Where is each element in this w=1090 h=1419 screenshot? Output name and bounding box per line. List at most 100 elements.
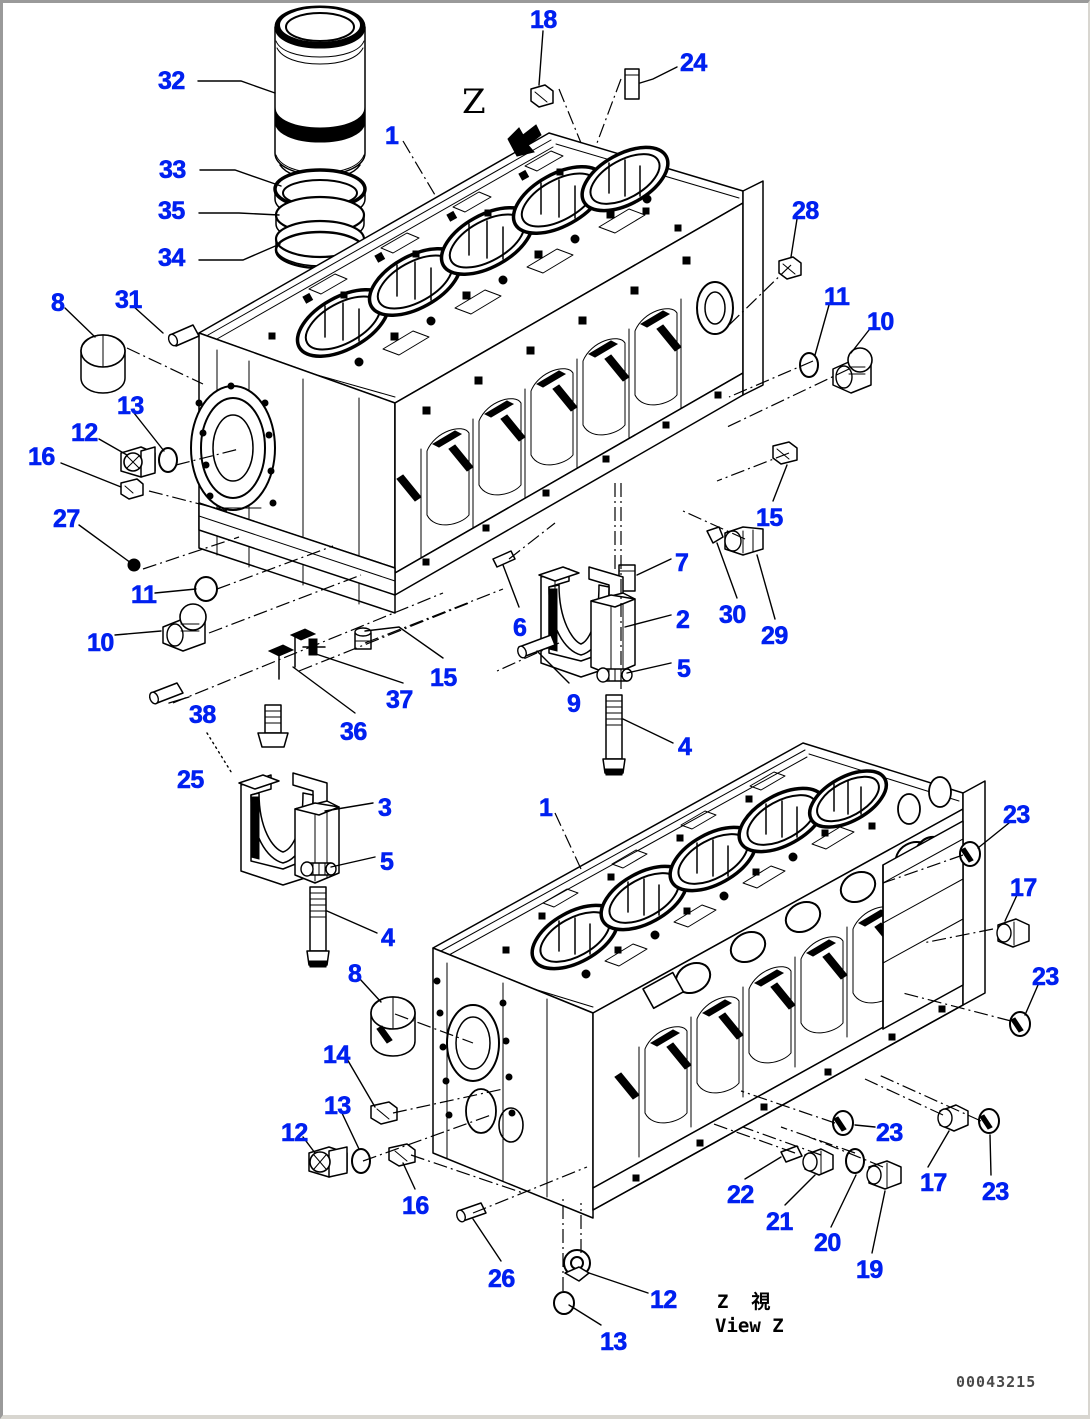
callout-23-d: 23 <box>982 1178 1010 1206</box>
view-label-japanese: Z 視 <box>717 1291 771 1313</box>
cylinder-bores-view-z <box>530 769 889 971</box>
part-8-core-plug <box>80 334 126 394</box>
callout-25: 25 <box>177 766 205 794</box>
leader-lines <box>60 30 1039 1326</box>
callout-12-upper: 12 <box>71 419 99 447</box>
callout-19: 19 <box>856 1256 884 1284</box>
part-13-o-ring-lower <box>351 1148 371 1174</box>
part-17-plug-b <box>937 1104 969 1132</box>
part-22-pin <box>780 1145 803 1163</box>
part-12-plug-lower <box>308 1146 348 1178</box>
callout-10-left: 10 <box>87 629 115 657</box>
part-36-bolt <box>257 704 289 748</box>
callout-23-a: 23 <box>1003 801 1031 829</box>
small-parts-left-cluster <box>80 324 372 748</box>
callout-18: 18 <box>530 6 558 34</box>
callout-6: 6 <box>513 614 528 642</box>
callout-10-right: 10 <box>867 308 895 336</box>
part-15-plug-right <box>772 441 798 465</box>
callout-31: 31 <box>115 286 143 314</box>
drawing-number: 00043215 <box>956 1373 1037 1391</box>
callout-11-left: 11 <box>131 581 158 609</box>
view-label-english: View Z <box>715 1315 784 1337</box>
callout-23-c: 23 <box>876 1119 904 1147</box>
callout-13-lower: 13 <box>324 1092 352 1120</box>
part-10-screw-plug-right <box>832 347 873 394</box>
part-23-plug-c <box>832 1110 854 1136</box>
callout-22: 22 <box>727 1181 755 1209</box>
callout-15-right: 15 <box>756 504 784 532</box>
small-parts-right-cluster <box>206 68 1031 1190</box>
callout-32: 32 <box>158 67 186 95</box>
callout-38: 38 <box>189 701 217 729</box>
part-15-plug-left <box>354 627 372 650</box>
part-6-dowel-pin <box>492 550 516 568</box>
part-36-37-brackets <box>267 628 326 680</box>
part-10-screw-plug <box>162 603 207 652</box>
callout-12-lower: 12 <box>281 1119 309 1147</box>
callout-26: 26 <box>488 1265 516 1293</box>
deck-bolt-bosses <box>268 168 710 367</box>
part-16-plug <box>120 478 144 500</box>
callout-24: 24 <box>680 49 708 77</box>
callout-11-right: 11 <box>824 283 851 311</box>
part-19-plug <box>866 1160 902 1190</box>
callout-4-rear: 4 <box>381 924 396 952</box>
callout-1-upper: 1 <box>385 122 400 150</box>
callout-14: 14 <box>323 1041 351 1069</box>
callout-29: 29 <box>761 622 789 650</box>
part-26-pin <box>456 1202 487 1223</box>
callout-9: 9 <box>567 690 582 718</box>
part-9-dowel-pin <box>517 634 556 659</box>
callout-1-lower: 1 <box>539 794 554 822</box>
callout-2: 2 <box>676 606 691 634</box>
part-2-main-bearing-cap <box>538 566 636 678</box>
callout-3: 3 <box>378 794 393 822</box>
part-8-core-plug-lower <box>370 996 416 1057</box>
callout-5-front: 5 <box>677 655 692 683</box>
part-30-pin <box>706 526 724 544</box>
callout-21: 21 <box>766 1208 794 1236</box>
part-20-seal-ring <box>845 1148 865 1174</box>
cylinder-bores <box>295 145 670 358</box>
part-1-cylinder-block-view-z <box>432 742 986 1219</box>
callout-13-bottom: 13 <box>600 1328 628 1356</box>
part-12-13-bottom-pair <box>553 1249 591 1315</box>
callout-13-upper: 13 <box>117 392 145 420</box>
part-5-washer-rear <box>300 861 337 877</box>
callout-20: 20 <box>814 1229 842 1257</box>
callout-35: 35 <box>158 197 186 225</box>
part-23-plug-a <box>959 841 981 867</box>
part-4-cap-bolt <box>602 694 626 776</box>
callout-23-b: 23 <box>1032 963 1060 991</box>
part-31-dowel-pin <box>167 324 200 347</box>
callout-30: 30 <box>719 601 747 629</box>
callout-8-lower: 8 <box>348 960 363 988</box>
down-left-arrow-icon <box>507 124 542 157</box>
callout-17-a: 17 <box>1010 874 1038 902</box>
callout-34: 34 <box>158 244 186 272</box>
part-27-steel-ball <box>127 558 141 572</box>
callout-12-bottom: 12 <box>650 1286 678 1314</box>
callout-33: 33 <box>159 156 187 184</box>
callout-4-front: 4 <box>678 733 693 761</box>
technical-drawing-canvas: .ln { fill:none; stroke:#000; stroke-wid… <box>60 5 1039 1326</box>
part-25-pin <box>206 732 234 776</box>
part-32-cylinder-liner <box>274 5 366 180</box>
section-marker-letter: Z <box>462 82 486 122</box>
part-1-cylinder-block-upper <box>190 132 764 614</box>
part-18-plug <box>530 84 554 108</box>
callout-36: 36 <box>340 718 368 746</box>
assembly-axis-lines <box>126 78 1012 1291</box>
callout-37: 37 <box>386 686 414 714</box>
callout-5-rear: 5 <box>380 848 395 876</box>
part-23-plug-b <box>1009 1011 1031 1037</box>
part-21-plug <box>802 1148 834 1176</box>
part-11-seal-ring <box>194 576 218 602</box>
bearing-cap-assembly-front <box>492 550 636 776</box>
callout-15-left: 15 <box>430 664 458 692</box>
part-11-seal-ring-right <box>799 352 819 378</box>
callout-28: 28 <box>792 197 820 225</box>
part-23-plug-d <box>978 1108 1000 1134</box>
